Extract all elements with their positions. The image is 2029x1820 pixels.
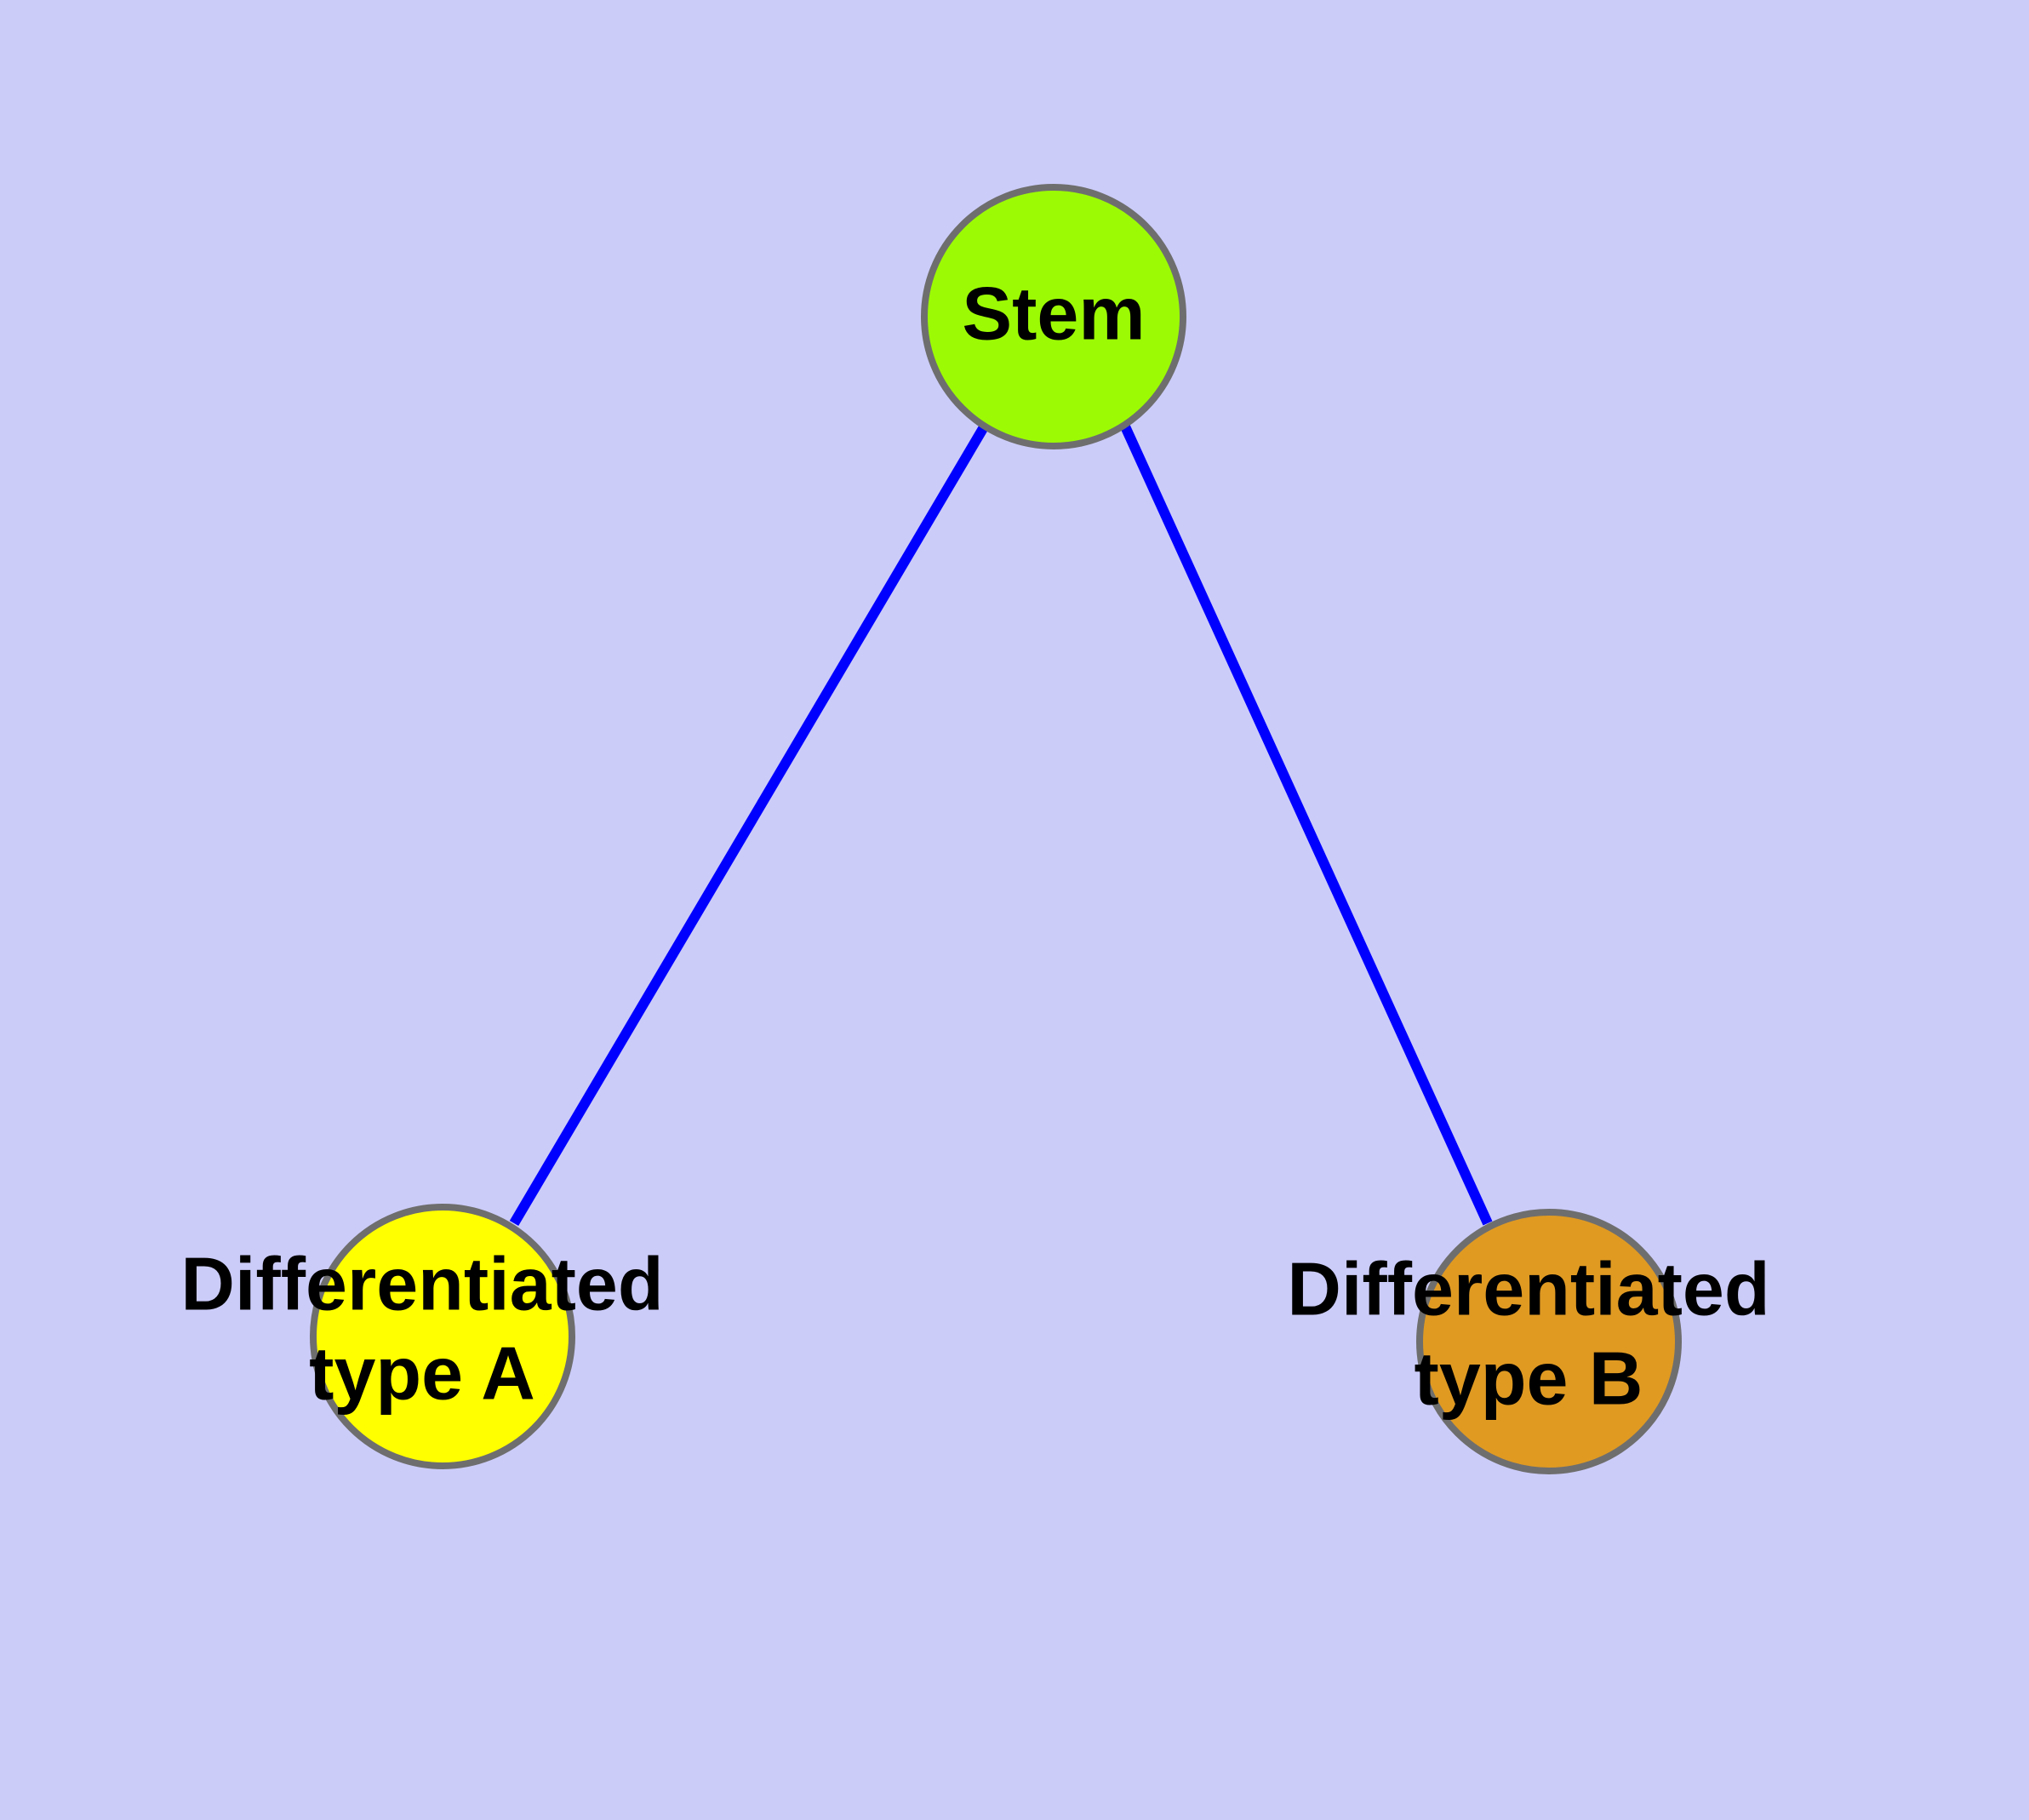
node-layer: Stem Differentiated type A Differentiate… xyxy=(180,184,1770,1474)
node-differentiated-type-a-label-line1: Differentiated xyxy=(180,1241,663,1325)
node-differentiated-type-b-label-line2: type B xyxy=(1415,1336,1643,1420)
edge-stem-to-differentiated-type-b[interactable] xyxy=(1120,424,1493,1226)
node-differentiated-type-b[interactable]: Differentiated type B xyxy=(1287,1209,1770,1474)
node-stem-label: Stem xyxy=(962,271,1145,355)
node-differentiated-type-a[interactable]: Differentiated type A xyxy=(180,1204,664,1469)
node-differentiated-type-b-circle[interactable] xyxy=(1416,1209,1682,1474)
node-stem[interactable]: Stem xyxy=(921,184,1186,449)
node-stem-circle[interactable] xyxy=(921,184,1186,449)
edge-layer xyxy=(509,422,1493,1227)
edge-stem-to-differentiated-type-a[interactable] xyxy=(509,422,990,1227)
node-differentiated-type-a-label-line2: type A xyxy=(309,1331,535,1415)
node-differentiated-type-a-circle[interactable] xyxy=(310,1204,575,1469)
node-differentiated-type-b-label-line1: Differentiated xyxy=(1287,1246,1769,1331)
